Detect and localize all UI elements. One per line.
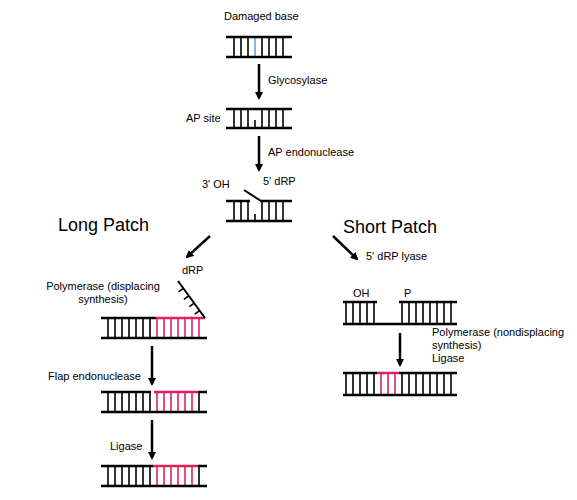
step-label: OH bbox=[353, 287, 370, 300]
step-label: 3' OH bbox=[202, 178, 230, 191]
step-label: Ligase bbox=[110, 440, 142, 453]
dna-long-repaired bbox=[101, 466, 207, 486]
pathway-heading: Long Patch bbox=[58, 215, 149, 237]
step-label: Flap endonuclease bbox=[48, 370, 141, 383]
pathway-heading: Short Patch bbox=[343, 217, 437, 239]
step-label: P bbox=[404, 287, 411, 300]
dna-damaged bbox=[226, 37, 292, 57]
step-label: Polymerase (nondisplacing synthesis) bbox=[432, 326, 570, 352]
step-label: Ligase bbox=[432, 352, 464, 365]
step-label: Glycosylase bbox=[268, 74, 327, 87]
dna-ap-site bbox=[226, 109, 292, 128]
step-arrows bbox=[152, 64, 400, 458]
step-label: 5' dRP lyase bbox=[366, 250, 427, 263]
dna-nicked bbox=[226, 190, 292, 221]
dna-flap-removed bbox=[101, 392, 207, 412]
step-label: AP site bbox=[186, 112, 221, 125]
step-label: AP endonuclease bbox=[268, 146, 354, 159]
step-label: Damaged base bbox=[224, 10, 299, 23]
step-label: 5' dRP bbox=[263, 175, 296, 188]
step-label: dRP bbox=[182, 264, 203, 277]
dna-gap bbox=[343, 302, 457, 324]
step-label: Polymerase (displacing synthesis) bbox=[44, 280, 162, 306]
dna-short-repaired bbox=[343, 373, 457, 395]
